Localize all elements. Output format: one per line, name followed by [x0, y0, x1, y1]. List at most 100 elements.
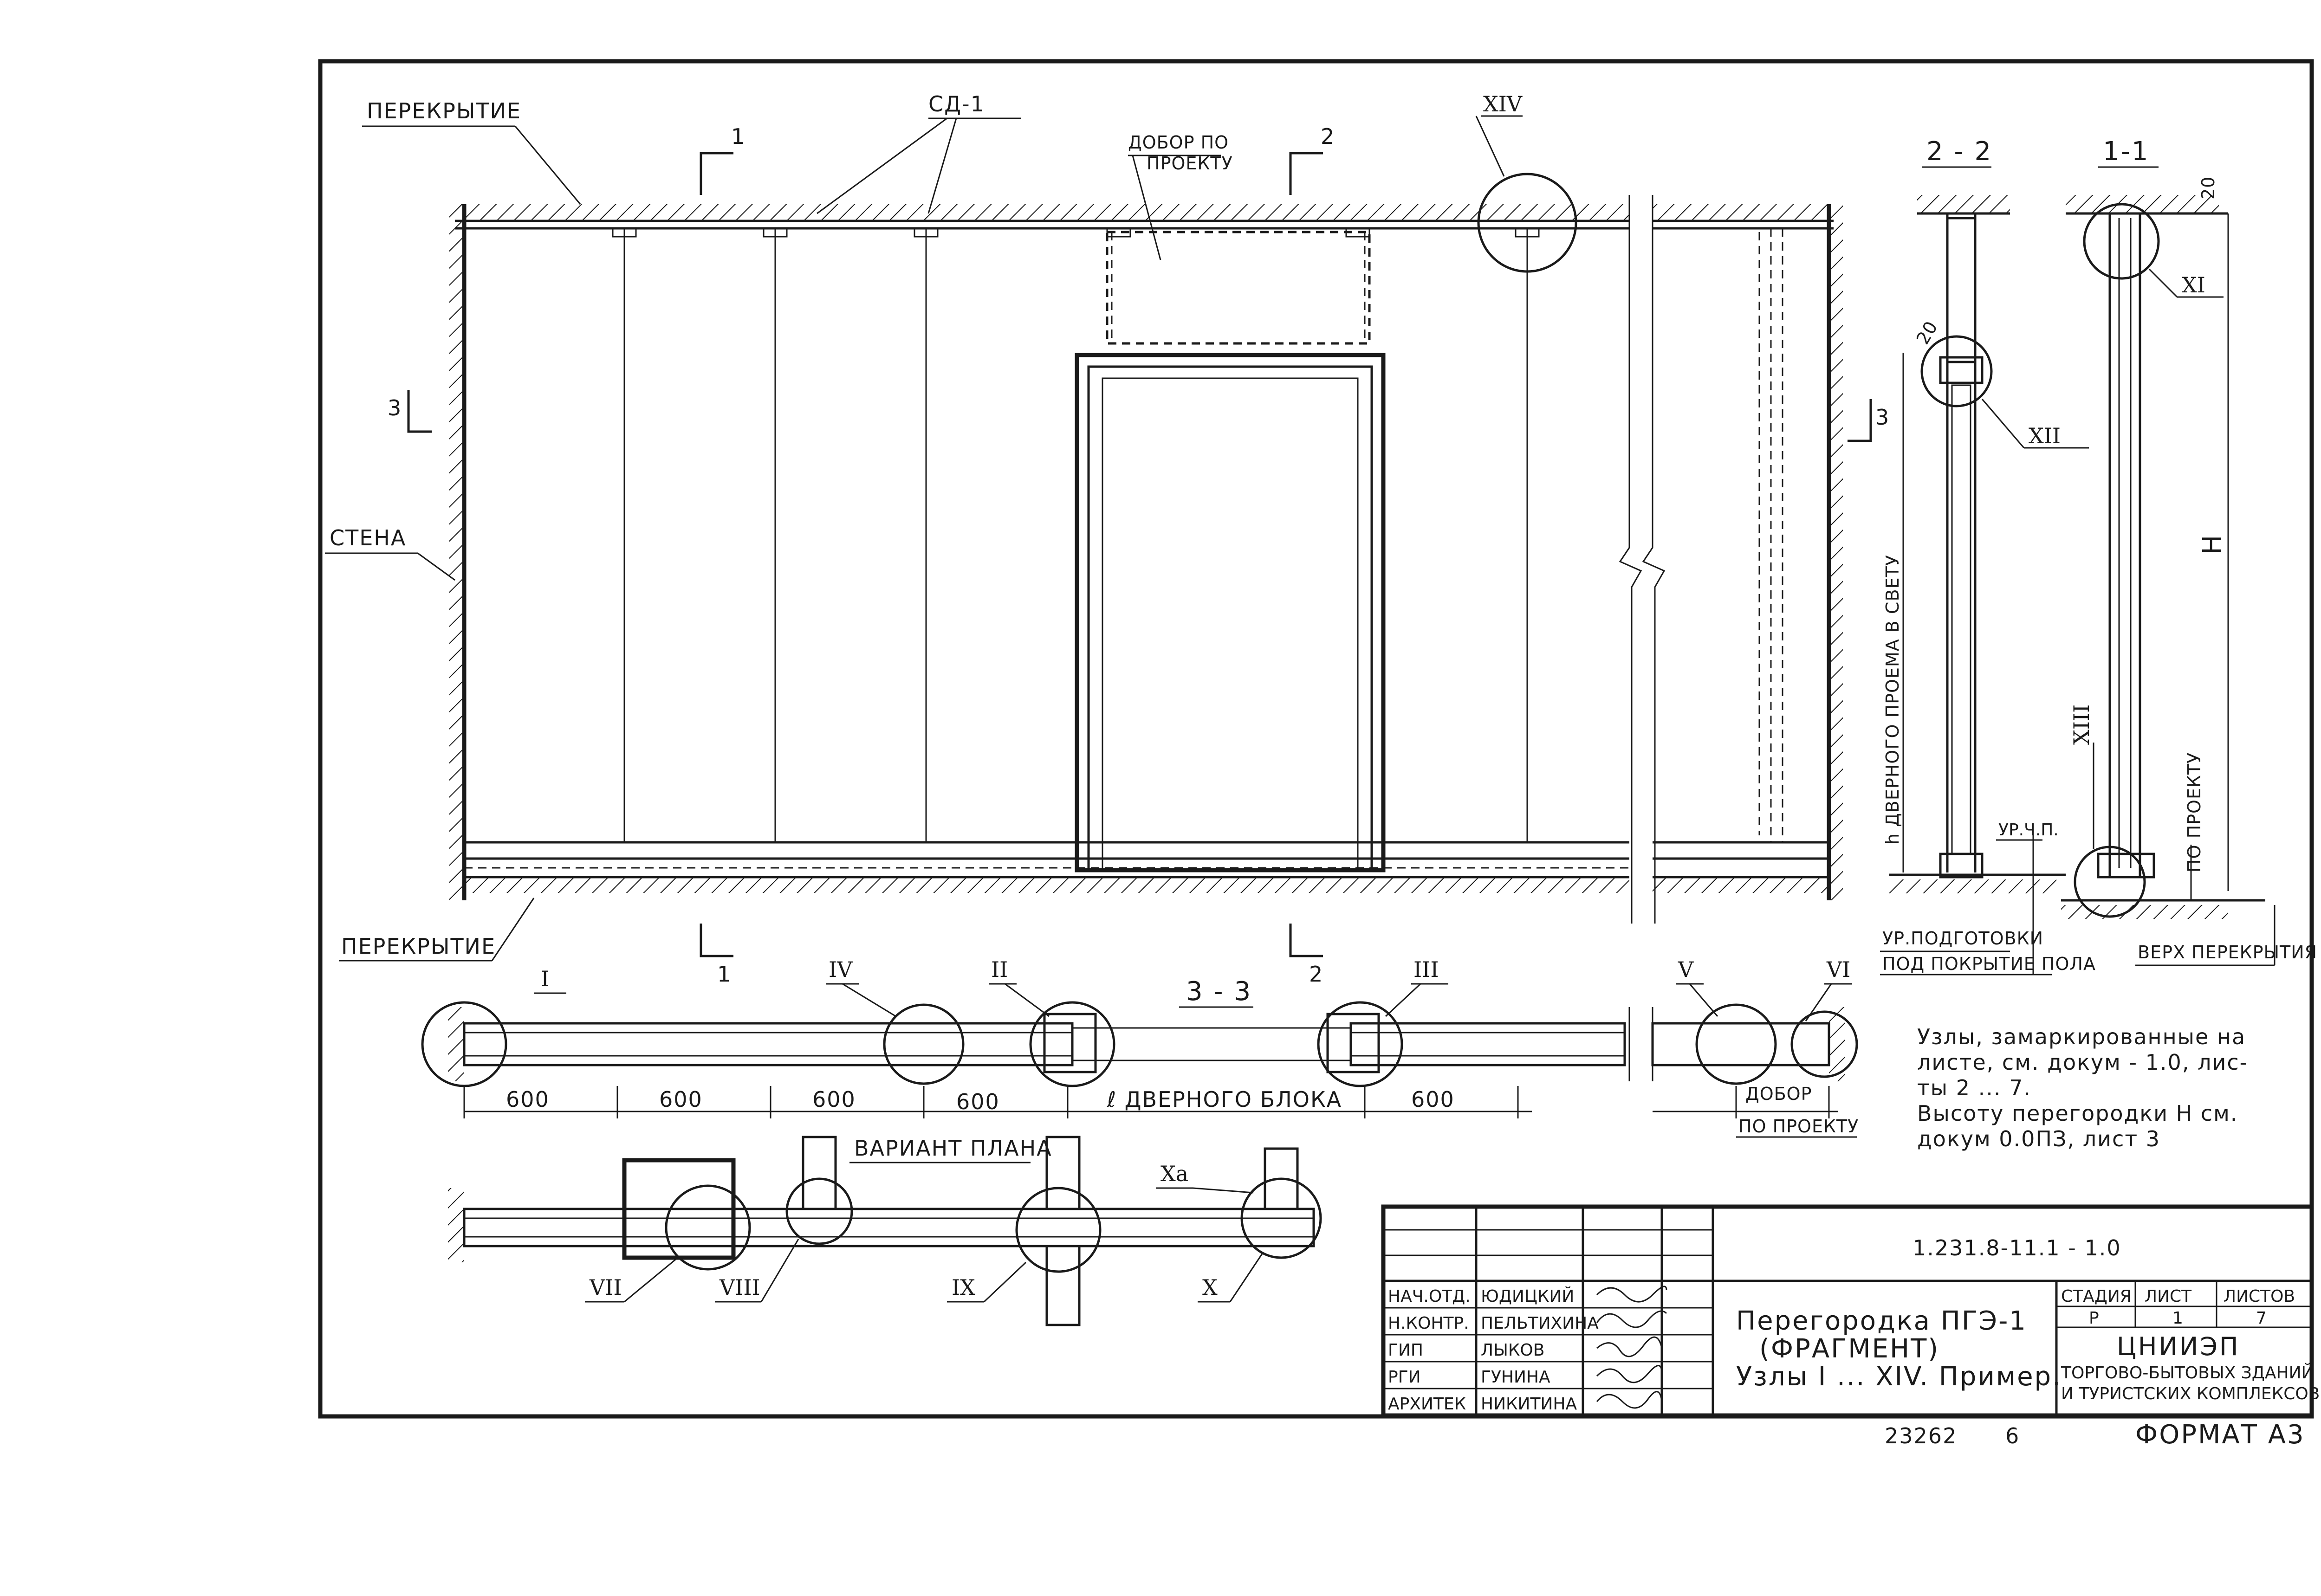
top-slab	[455, 204, 1629, 221]
svg-text:II: II	[991, 957, 1008, 982]
svg-text:IX: IX	[952, 1275, 975, 1300]
cut-marker-2-top: 2	[1289, 124, 1335, 195]
svg-text:2: 2	[1309, 962, 1323, 987]
finish-floor-label: УР.Ч.П.	[1998, 821, 2059, 840]
node-xiv-label: XIV	[1483, 91, 1523, 116]
format-label: ФОРМАТ А3	[2135, 1420, 2305, 1450]
svg-text:IV: IV	[829, 957, 853, 982]
footer: 23262 6 ФОРМАТ А3	[1885, 1420, 2305, 1450]
note-line: докум 0.0ПЗ, лист 3	[1917, 1126, 2160, 1151]
dimension-600: 600	[659, 1087, 703, 1112]
title-block: 1.231.8-11.1 - 1.0 НАЧ.ОТД. ЮДИЦКИЙ Н.КО…	[1381, 1204, 2320, 1418]
bottom-slab	[464, 877, 1629, 893]
door-opening-height-label: h ДВЕРНОГО ПРОЕМА В СВЕТУ	[1882, 555, 1903, 845]
title-line-3: Узлы I ... XIV. Пример.	[1736, 1362, 2062, 1392]
prep-level-label-1: УР.ПОДГОТОВКИ	[1882, 928, 2043, 949]
svg-text:Н.КОНТР.: Н.КОНТР.	[1388, 1314, 1469, 1333]
svg-text:1: 1	[717, 962, 732, 987]
title-line-2: (ФРАГМЕНТ)	[1759, 1334, 1939, 1364]
cut-marker-1-top: 1	[700, 124, 746, 195]
svg-text:1: 1	[2172, 1309, 2183, 1328]
svg-text:20: 20	[2198, 176, 2218, 200]
note-line: Узлы, замаркированные на	[1917, 1024, 2246, 1049]
svg-text:XIII: XIII	[2069, 704, 2094, 745]
top-of-slab-label: ВЕРХ ПЕРЕКРЫТИЯ	[2138, 942, 2317, 963]
dobor-label-1: ДОБОР ПО	[1128, 132, 1229, 153]
note-line: листе, см. докум - 1.0, лис-	[1917, 1050, 2248, 1075]
node-xii-circle	[1920, 335, 1993, 407]
dobor-plan-label-1: ДОБОР	[1745, 1084, 1812, 1104]
plan-3-3: 3 - 3 I IV II III V VI	[421, 957, 1859, 1138]
note-line: Высоту перегородки H см.	[1917, 1101, 2238, 1126]
svg-text:3: 3	[1875, 405, 1890, 430]
svg-text:I: I	[541, 966, 549, 991]
dobor-label-2: ПРОЕКТУ	[1147, 153, 1233, 174]
cut-marker-3-right: 3	[1848, 399, 1890, 442]
break-line	[1619, 195, 1666, 924]
slab-bottom-label: ПЕРЕКРЫТИЕ	[341, 934, 496, 959]
wall-label: СТЕНА	[330, 525, 406, 550]
svg-text:ПЕЛЬТИХИНА: ПЕЛЬТИХИНА	[1481, 1314, 1599, 1333]
elevation-view: 1 2 1 2 3 3 XIV ПЕРЕКРЫТИЕ СД-	[325, 91, 1890, 987]
dimension-600: 600	[956, 1089, 1000, 1114]
svg-text:ЛИСТ: ЛИСТ	[2145, 1287, 2192, 1306]
svg-text:VIII: VIII	[719, 1275, 760, 1300]
svg-text:НИКИТИНА: НИКИТИНА	[1481, 1395, 1577, 1414]
plan-variant: ВАРИАНТ ПЛАНА VII VIII IX X Xa	[448, 1136, 1322, 1326]
panel-joints	[612, 228, 1783, 842]
h-label: H	[2198, 534, 2228, 555]
svg-text:V: V	[1678, 957, 1694, 982]
prep-level-label-2: ПОД ПОКРЫТИЕ ПОЛА	[1882, 954, 2096, 974]
drawing-frame	[318, 59, 2314, 1419]
svg-text:ЮДИЦКИЙ: ЮДИЦКИЙ	[1481, 1286, 1574, 1306]
plan-variant-label: ВАРИАНТ ПЛАНА	[854, 1136, 1052, 1161]
dobor-plan-label-2: ПО ПРОЕКТУ	[1738, 1116, 1859, 1137]
svg-text:XI: XI	[2182, 272, 2205, 297]
note-line: ты 2 ... 7.	[1917, 1075, 2031, 1100]
archive-number: 23262	[1885, 1423, 1957, 1448]
svg-text:Р: Р	[2089, 1309, 2099, 1328]
org-name: ЦНИИЭП	[2117, 1332, 2240, 1361]
svg-text:1: 1	[731, 124, 746, 149]
org-line-2: ТОРГОВО-БЫТОВЫХ ЗДАНИЙ	[2061, 1363, 2314, 1383]
section-3-3-label: 3 - 3	[1186, 976, 1252, 1007]
svg-text:ГУНИНА: ГУНИНА	[1481, 1368, 1550, 1387]
section-2-2-label: 2 - 2	[1926, 136, 1992, 167]
dobor-box	[1106, 231, 1371, 345]
dimension-600: 600	[812, 1087, 856, 1112]
per-project-vertical: ПО ПРОЕКТУ	[2184, 752, 2204, 872]
section-1-1: 1-1 XI 20 H ПО ПРОЕКТУ XIII ВЕРХ ПЕРЕКРЫ…	[2061, 136, 2317, 966]
cut-marker-1-bottom: 1	[700, 924, 733, 987]
door-block-dimension: ℓ ДВЕРНОГО БЛОКА	[1107, 1087, 1342, 1112]
doc-code: 1.231.8-11.1 - 1.0	[1913, 1235, 2121, 1260]
section-2-2: 2 - 2 XII 20 h ДВЕРНОГО ПРОЕМА В СВЕТУ У…	[1880, 136, 2096, 976]
section-1-1-label: 1-1	[2103, 136, 2149, 167]
slab-top-label: ПЕРЕКРЫТИЕ	[367, 98, 521, 123]
svg-text:СТАДИЯ: СТАДИЯ	[2061, 1287, 2132, 1306]
svg-text:III: III	[1413, 957, 1439, 982]
copy-number: 6	[2005, 1423, 2020, 1448]
title-line-1: Перегородка ПГЭ-1	[1736, 1306, 2027, 1336]
svg-text:АРХИТЕК: АРХИТЕК	[1388, 1395, 1466, 1414]
cut-marker-2-bottom: 2	[1289, 924, 1323, 987]
svg-text:РГИ: РГИ	[1388, 1368, 1421, 1387]
svg-text:VI: VI	[1826, 957, 1850, 982]
node-xiv-circle	[1477, 173, 1577, 273]
node-xi-circle	[2083, 203, 2160, 280]
svg-text:НАЧ.ОТД.: НАЧ.ОТД.	[1388, 1287, 1471, 1306]
svg-text:ГИП: ГИП	[1388, 1341, 1423, 1360]
right-wall	[1829, 204, 1843, 900]
door-block	[1075, 353, 1386, 872]
left-wall	[449, 204, 464, 900]
svg-text:ЛИСТОВ: ЛИСТОВ	[2224, 1287, 2295, 1306]
svg-text:2: 2	[1321, 124, 1335, 149]
svg-text:XII: XII	[2029, 423, 2061, 448]
svg-text:3: 3	[388, 395, 402, 420]
svg-text:ЛЫКОВ: ЛЫКОВ	[1481, 1341, 1544, 1360]
svg-text:7: 7	[2256, 1309, 2267, 1328]
cut-marker-3-left: 3	[388, 390, 432, 433]
sd1-label: СД-1	[928, 91, 985, 116]
svg-text:Xa: Xa	[1160, 1161, 1188, 1186]
svg-text:VII: VII	[589, 1275, 622, 1300]
